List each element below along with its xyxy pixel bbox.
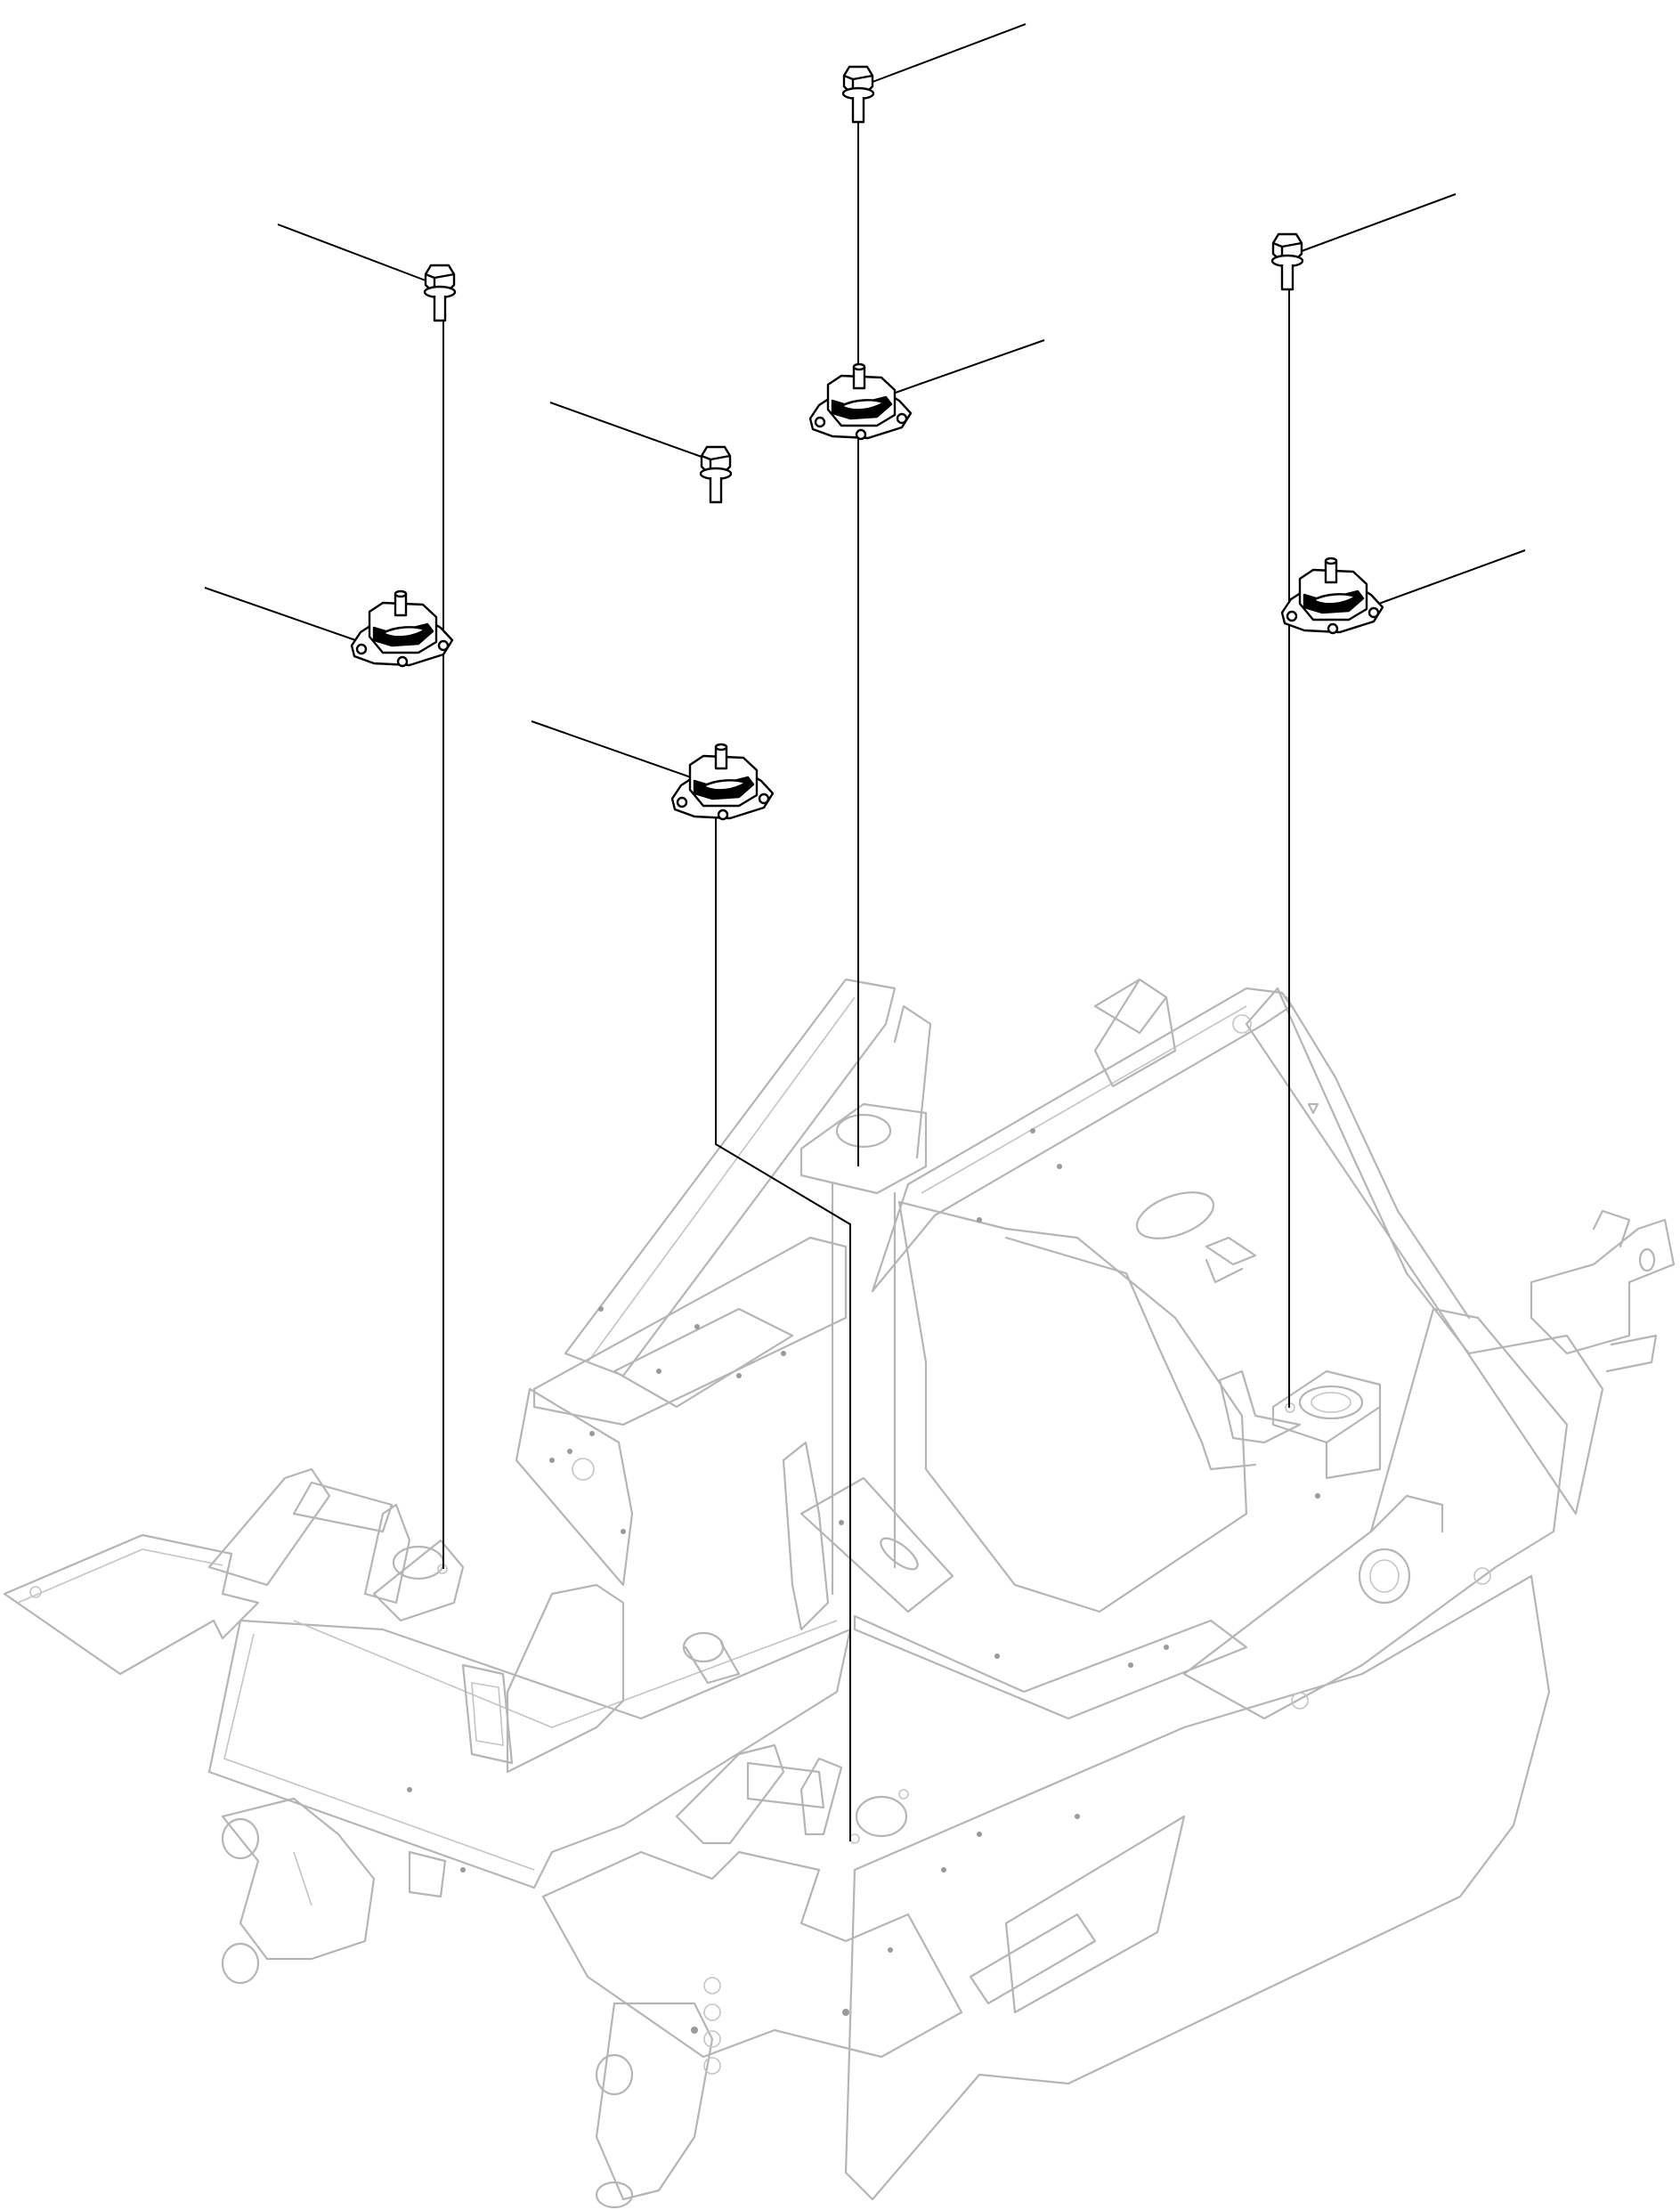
- right-fender: [844, 1574, 1551, 2201]
- callout-line-3: [872, 23, 1027, 83]
- mount-1: [350, 589, 454, 668]
- callout-line-1: [277, 223, 426, 281]
- left-mount-pad: [372, 1539, 465, 1622]
- center-deck: [532, 1236, 848, 1426]
- right-footplate: [541, 1850, 963, 2059]
- callout-line-2: [549, 402, 702, 458]
- mount-4: [1280, 557, 1384, 635]
- bolt-4: [1270, 232, 1304, 291]
- left-side-rail: [207, 1619, 852, 1889]
- arch-plate: [897, 1200, 1248, 1613]
- mount-2: [670, 743, 775, 821]
- callout-line-7: [889, 339, 1045, 395]
- left-hinge-bracket: [207, 1467, 331, 1587]
- mount-3: [808, 362, 913, 441]
- callout-lines: [204, 23, 1526, 778]
- right-upper-beam: [871, 987, 1293, 1293]
- bolt-2: [699, 445, 733, 504]
- left-axle-pivot: [221, 1797, 376, 1961]
- center-column: [799, 1102, 928, 1195]
- center-arm: [564, 978, 897, 1377]
- callout-line-4: [1301, 193, 1457, 252]
- right-tower: [1245, 987, 1604, 1515]
- right-axle-pivot: [595, 2002, 714, 2201]
- bolt-1: [423, 264, 457, 322]
- left-footplate: [3, 1533, 260, 1676]
- callout-line-5: [204, 587, 364, 644]
- bolt-3: [841, 65, 875, 124]
- callout-line-8: [1366, 549, 1526, 609]
- frame: [3, 978, 1676, 2209]
- callout-line-6: [531, 720, 692, 778]
- explosion-lines: [442, 114, 1290, 1841]
